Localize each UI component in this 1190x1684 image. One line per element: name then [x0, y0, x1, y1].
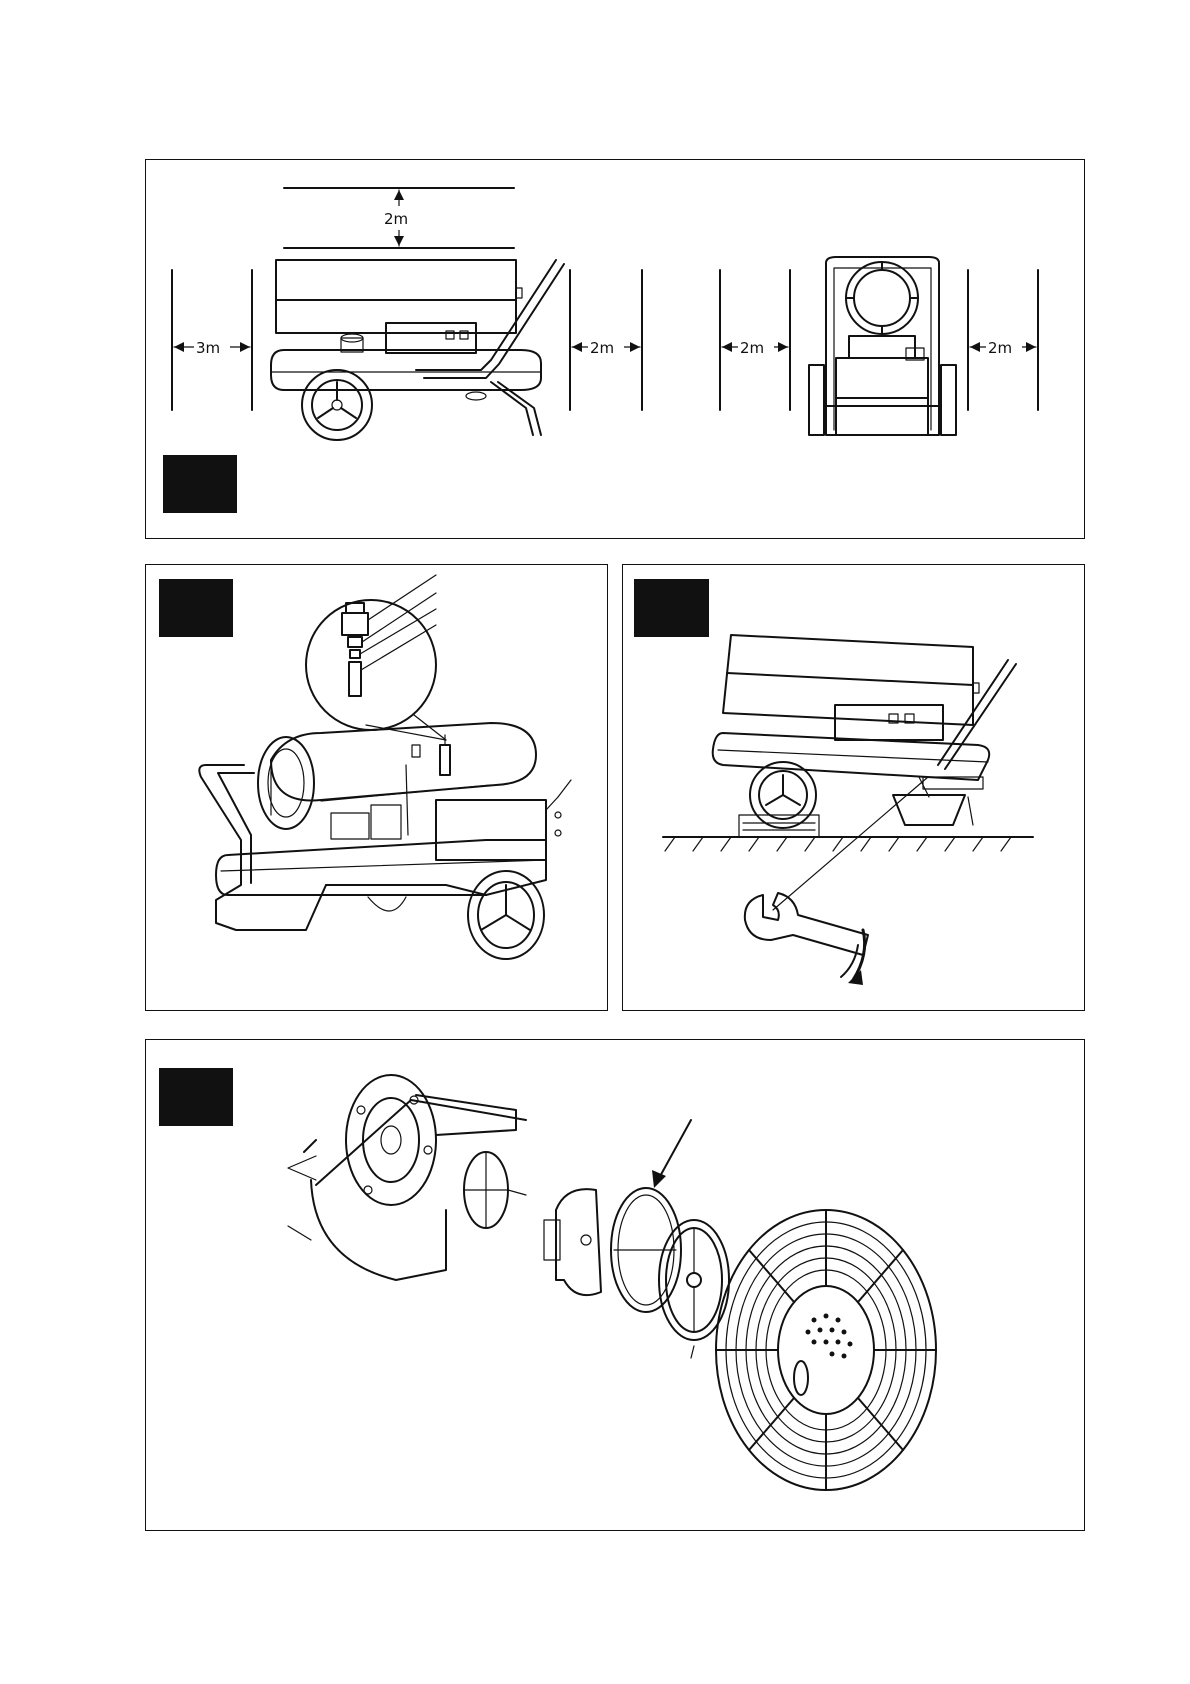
heater-side-view — [271, 260, 564, 440]
fuel-filter-illustration — [146, 565, 609, 1012]
right-clearance-front-label: 2m — [988, 339, 1012, 357]
heater-front-view — [809, 257, 956, 435]
front-clearance-side-label: 2m — [590, 339, 614, 357]
left-clearance-front-label: 2m — [740, 339, 764, 357]
heater-clearance-illustration: 2m 3m — [146, 160, 1086, 540]
burner-assembly-exploded-illustration — [146, 1040, 1086, 1532]
figure-panel-fuel-filter — [145, 564, 608, 1011]
figure-panel-drain-plug — [622, 564, 1085, 1011]
top-clearance-label: 2m — [384, 210, 408, 228]
rear-clearance-label: 3m — [196, 339, 220, 357]
figure-panel-exploded-assembly — [145, 1039, 1085, 1531]
drain-plug-illustration — [623, 565, 1086, 1012]
figure-panel-clearance: 2m 3m — [145, 159, 1085, 539]
